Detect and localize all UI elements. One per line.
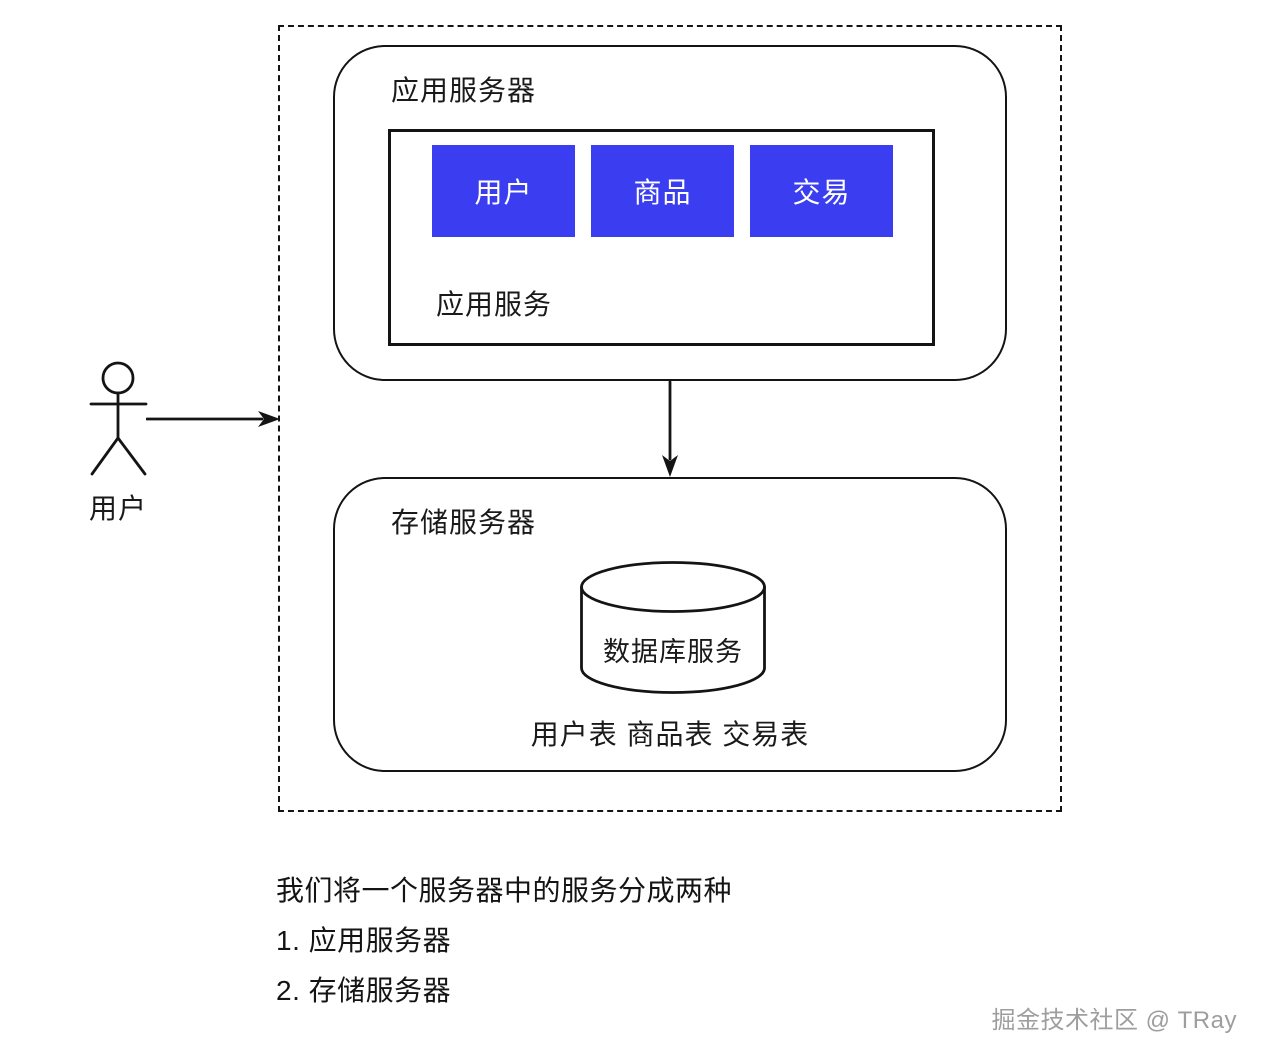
app-services-label: 应用服务 bbox=[436, 289, 553, 320]
user-to-system-arrow bbox=[146, 411, 280, 427]
system-boundary bbox=[278, 25, 1062, 812]
service-row: 用户 商品 交易 bbox=[432, 145, 893, 237]
database-service-label: 数据库服务 bbox=[603, 637, 743, 667]
service-box-product: 商品 bbox=[591, 145, 734, 237]
user-actor-label: 用户 bbox=[88, 493, 147, 524]
storage-server-title: 存储服务器 bbox=[391, 507, 537, 538]
user-actor-icon bbox=[89, 361, 148, 476]
notes-item-storage-server: 2. 存储服务器 bbox=[276, 975, 452, 1006]
notes-block: 我们将一个服务器中的服务分成两种 1. 应用服务器 2. 存储服务器 bbox=[276, 866, 732, 1016]
notes-intro: 我们将一个服务器中的服务分成两种 bbox=[276, 875, 733, 906]
database-cylinder-icon bbox=[580, 561, 766, 694]
app-server-title: 应用服务器 bbox=[391, 75, 537, 106]
tables-label: 用户表 商品表 交易表 bbox=[530, 719, 810, 750]
notes-item-app-server: 1. 应用服务器 bbox=[276, 925, 452, 956]
storage-server-box: 存储服务器 数据库服务 用户表 商品表 交易表 bbox=[333, 477, 1007, 772]
service-box-trade: 交易 bbox=[750, 145, 893, 237]
service-box-user: 用户 bbox=[432, 145, 575, 237]
watermark: 掘金技术社区 @ TRay bbox=[991, 1007, 1237, 1034]
app-server-box: 应用服务器 用户 商品 交易 应用服务 bbox=[333, 45, 1007, 381]
app-to-storage-arrow bbox=[662, 381, 678, 477]
app-services-box: 用户 商品 交易 应用服务 bbox=[388, 129, 935, 346]
